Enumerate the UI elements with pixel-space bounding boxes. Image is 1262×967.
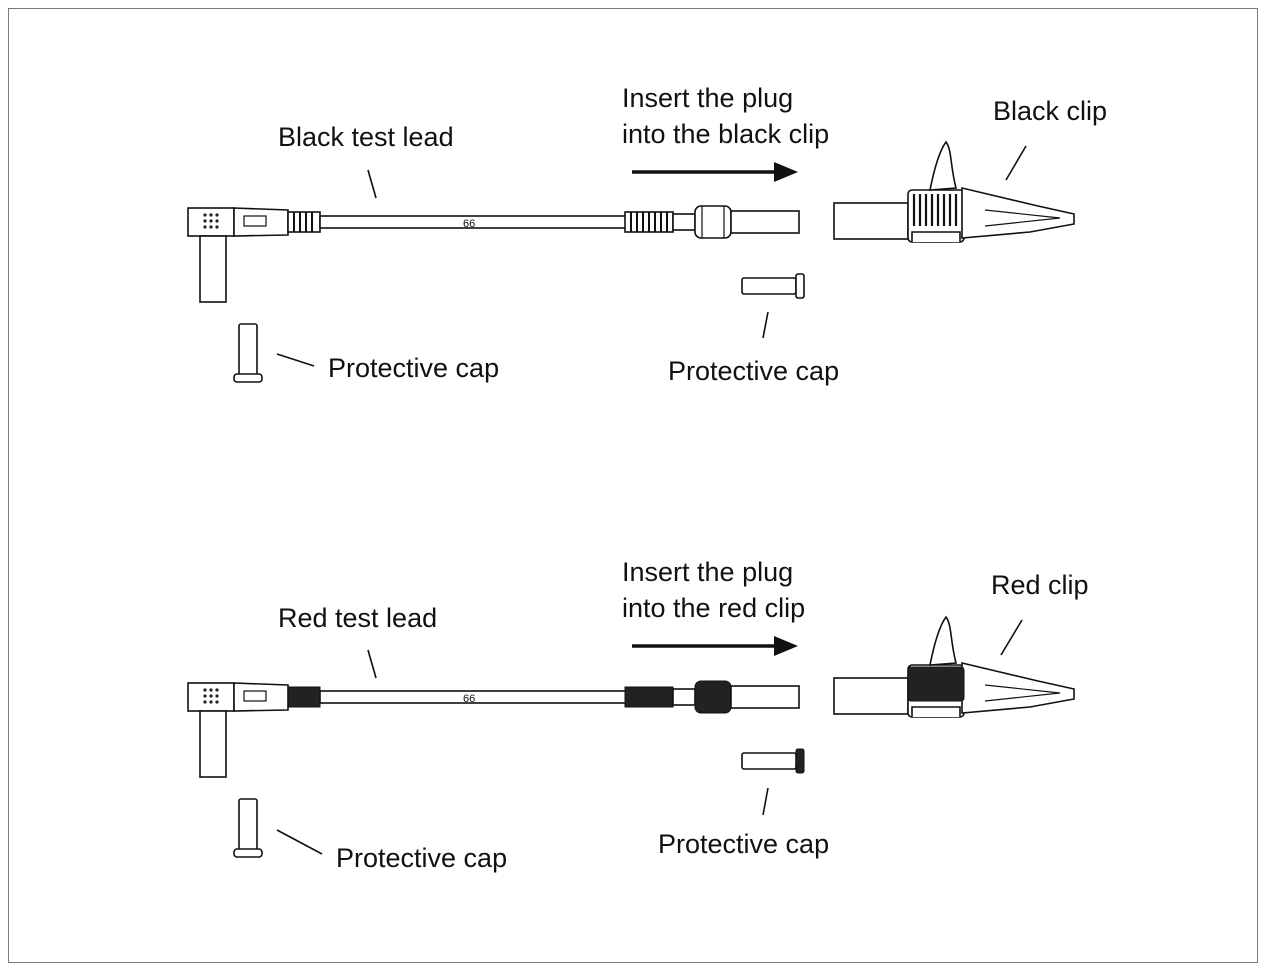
red-lead-strain-relief bbox=[287, 686, 321, 708]
black-test-lead-label: Black test lead bbox=[278, 122, 454, 152]
red-test-lead-leader bbox=[367, 649, 377, 679]
black-lead-strain-relief bbox=[287, 211, 321, 233]
red-instruction-line1: Insert the plug bbox=[622, 557, 793, 587]
black-plug-protective-cap bbox=[741, 273, 805, 299]
black-lead-connector bbox=[187, 207, 289, 303]
diagram-frame bbox=[8, 8, 1258, 963]
red-right-cap-leader bbox=[762, 787, 769, 816]
black-alligator-clip bbox=[832, 140, 1076, 244]
black-instruction-line2: into the black clip bbox=[622, 119, 829, 149]
black-clip-label: Black clip bbox=[993, 96, 1107, 126]
black-right-cap-label: Protective cap bbox=[668, 356, 839, 386]
black-instruction-line1: Insert the plug bbox=[622, 83, 793, 113]
black-insert-arrow-icon bbox=[632, 162, 798, 182]
red-clip-leader bbox=[1000, 619, 1023, 656]
black-connector-protective-cap bbox=[233, 323, 263, 383]
red-cable-mark: 66 bbox=[463, 693, 475, 705]
red-insert-arrow-icon bbox=[632, 636, 798, 656]
red-instruction-line2: into the red clip bbox=[622, 593, 805, 623]
red-plug-protective-cap bbox=[741, 748, 805, 774]
red-alligator-clip bbox=[832, 615, 1076, 719]
black-clip-leader bbox=[1005, 145, 1027, 181]
red-right-cap-label: Protective cap bbox=[658, 829, 829, 859]
red-lead-plug bbox=[624, 680, 800, 714]
red-left-cap-label: Protective cap bbox=[336, 843, 507, 873]
red-lead-connector bbox=[187, 682, 289, 778]
red-connector-protective-cap bbox=[233, 798, 263, 858]
black-left-cap-leader bbox=[276, 353, 315, 367]
red-test-lead-label: Red test lead bbox=[278, 603, 437, 633]
red-left-cap-leader bbox=[276, 829, 323, 855]
black-lead-plug bbox=[624, 205, 800, 239]
red-test-lead: 66 bbox=[187, 680, 800, 778]
black-right-cap-leader bbox=[762, 311, 769, 339]
red-clip-label: Red clip bbox=[991, 570, 1089, 600]
black-test-lead: 66 bbox=[187, 205, 800, 303]
black-cable-mark: 66 bbox=[463, 218, 475, 230]
black-left-cap-label: Protective cap bbox=[328, 353, 499, 383]
black-test-lead-leader bbox=[367, 169, 377, 199]
